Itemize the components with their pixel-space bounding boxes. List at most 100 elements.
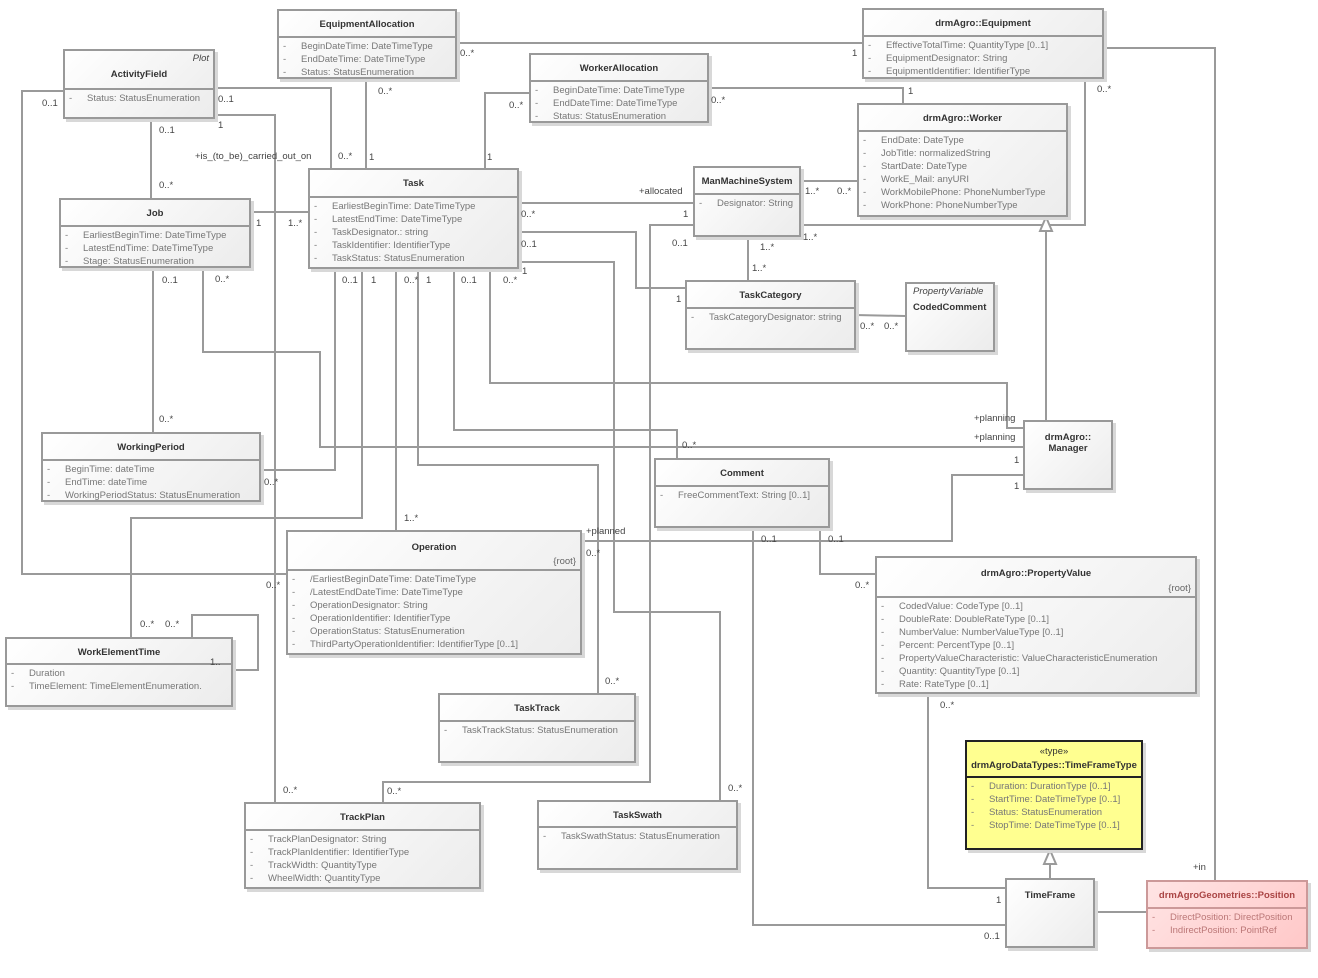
attribute-list: Status: StatusEnumeration (65, 90, 213, 105)
class-name: TimeFrame (1024, 890, 1076, 901)
label: 0..* (264, 477, 279, 488)
label: 0..* (682, 440, 697, 451)
class-header: drmAgro::Worker (859, 105, 1066, 132)
label: 1..* (760, 242, 775, 253)
role-label: +planning (974, 432, 1016, 443)
attribute: EquipmentDesignator: String (868, 52, 1102, 65)
class-man-machine-system[interactable]: ManMachineSystemDesignator: String (693, 166, 801, 237)
label: 0..* (940, 700, 955, 711)
assoc-manmachine-trackplan (382, 224, 693, 802)
label: 1..* (288, 218, 303, 229)
attribute-list: Duration: DurationType [0..1]StartTime: … (967, 778, 1141, 832)
attribute-list: TaskSwathStatus: StatusEnumeration (539, 828, 736, 843)
label: 1 (218, 120, 224, 131)
class-name: drmAgroDataTypes::TimeFrameType (971, 760, 1137, 771)
class-time-frame-type[interactable]: «type»drmAgroDataTypes::TimeFrameTypeDur… (965, 740, 1143, 850)
attribute: TaskTrackStatus: StatusEnumeration (444, 724, 634, 737)
class-track-plan[interactable]: TrackPlanTrackPlanDesignator: StringTrac… (244, 802, 481, 889)
class-header: TaskTrack (440, 695, 634, 722)
attribute-list: FreeCommentText: String [0..1] (656, 487, 828, 502)
attribute-list: EffectiveTotalTime: QuantityType [0..1]E… (864, 37, 1102, 78)
label: 0..* (159, 414, 174, 425)
attribute-list: DurationTimeElement: TimeElementEnumerat… (7, 665, 231, 693)
attribute: WorkE_Mail: anyURI (863, 173, 1066, 186)
attribute: FreeCommentText: String [0..1] (660, 489, 828, 502)
class-task-swath[interactable]: TaskSwathTaskSwathStatus: StatusEnumerat… (537, 800, 738, 870)
class-comment[interactable]: CommentFreeCommentText: String [0..1] (654, 458, 830, 528)
class-name: drmAgro::Equipment (935, 18, 1031, 29)
role-label: +is_(to_be)_carried_out_on (195, 151, 312, 162)
attribute: ThirdPartyOperationIdentifier: Identifie… (292, 638, 580, 651)
class-name: TaskCategory (739, 290, 802, 301)
class-name: ManMachineSystem (701, 176, 793, 187)
class-task-track[interactable]: TaskTrackTaskTrackStatus: StatusEnumerat… (438, 693, 636, 763)
class-header: Comment (656, 460, 828, 487)
class-property-value[interactable]: drmAgro::PropertyValue{root}CodedValue: … (875, 556, 1197, 694)
class-activity-field[interactable]: PlotActivityFieldStatus: StatusEnumerati… (63, 49, 215, 119)
class-position[interactable]: drmAgroGeometries::PositionDirectPositio… (1146, 880, 1308, 949)
class-equipment-allocation[interactable]: EquipmentAllocationBeginDateTime: DateTi… (277, 9, 457, 79)
class-name: TrackPlan (340, 812, 385, 823)
class-header: EquipmentAllocation (279, 11, 455, 38)
class-header: drmAgro:: Manager (1025, 422, 1111, 488)
attribute: WorkingPeriodStatus: StatusEnumeration (47, 489, 259, 502)
class-header: Operation{root} (288, 532, 580, 571)
attribute: NumberValue: NumberValueType [0..1] (881, 626, 1195, 639)
attribute: BeginDateTime: DateTimeType (535, 84, 707, 97)
attribute: DoubleRate: DoubleRateType [0..1] (881, 613, 1195, 626)
attribute: Stage: StatusEnumeration (65, 255, 249, 268)
attribute: BeginTime: dateTime (47, 463, 259, 476)
class-constraint: {root} (1168, 583, 1191, 594)
class-header: ManMachineSystem (695, 168, 799, 195)
assoc-operation-manager (581, 474, 1023, 542)
label: 1..* (805, 186, 820, 197)
attribute: LatestEndTime: DateTimeType (65, 242, 249, 255)
label: 1 (852, 48, 858, 59)
generalization-arrow (1038, 214, 1054, 232)
label: 0..* (283, 785, 298, 796)
assoc-task-workingperiod (262, 268, 336, 471)
label: 0..* (728, 783, 743, 794)
label: 1 (676, 294, 682, 305)
class-task-category[interactable]: TaskCategoryTaskCategoryDesignator: stri… (685, 280, 856, 350)
label: 0..* (509, 100, 524, 111)
label: 0..* (460, 48, 475, 59)
generalization-arrow (1042, 847, 1058, 865)
label: 0..* (266, 580, 281, 591)
attribute: StartDate: DateType (863, 160, 1066, 173)
class-header: drmAgro::Equipment (864, 10, 1102, 37)
attribute: EarliestBeginTime: DateTimeType (314, 200, 517, 213)
attribute-list: EndDate: DateTypeJobTitle: normalizedStr… (859, 132, 1066, 212)
class-work-element-time[interactable]: WorkElementTimeDurationTimeElement: Time… (5, 637, 233, 707)
class-operation[interactable]: Operation{root}/EarliestBeginDateTime: D… (286, 530, 582, 655)
attribute-list: DirectPosition: DirectPositionIndirectPo… (1148, 909, 1306, 937)
class-name: ActivityField (110, 69, 168, 80)
attribute: Duration: DurationType [0..1] (971, 780, 1141, 793)
class-equipment[interactable]: drmAgro::EquipmentEffectiveTotalTime: Qu… (862, 8, 1104, 79)
class-name: Task (403, 178, 424, 189)
attribute: BeginDateTime: DateTimeType (283, 40, 455, 53)
label: 0..1 (984, 931, 1000, 942)
assoc-workeralloc-worker (708, 87, 904, 103)
class-name: WorkingPeriod (117, 442, 185, 453)
class-manager[interactable]: drmAgro:: Manager (1023, 420, 1113, 490)
attribute: Quantity: QuantityType [0..1] (881, 665, 1195, 678)
class-header: TimeFrame (1007, 880, 1093, 946)
class-worker[interactable]: drmAgro::WorkerEndDate: DateTypeJobTitle… (857, 103, 1068, 217)
role-label: +planning (974, 413, 1016, 424)
attribute-list: BeginDateTime: DateTimeTypeEndDateTime: … (279, 38, 455, 79)
attribute: Status: StatusEnumeration (283, 66, 455, 79)
attribute: EarliestBeginTime: DateTimeType (65, 229, 249, 242)
class-job[interactable]: JobEarliestBeginTime: DateTimeTypeLatest… (59, 198, 251, 268)
attribute: Status: StatusEnumeration (971, 806, 1141, 819)
attribute: EndDateTime: DateTimeType (535, 97, 707, 110)
class-working-period[interactable]: WorkingPeriodBeginTime: dateTimeEndTime:… (41, 432, 261, 502)
class-name: TaskTrack (514, 703, 560, 714)
class-name: drmAgro::Worker (923, 113, 1002, 124)
class-worker-allocation[interactable]: WorkerAllocationBeginDateTime: DateTimeT… (529, 53, 709, 123)
role-label: +in (1193, 862, 1206, 873)
class-time-frame[interactable]: TimeFrame (1005, 878, 1095, 948)
label: 1 (371, 275, 377, 286)
class-task[interactable]: TaskEarliestBeginTime: DateTimeTypeLates… (308, 168, 519, 269)
